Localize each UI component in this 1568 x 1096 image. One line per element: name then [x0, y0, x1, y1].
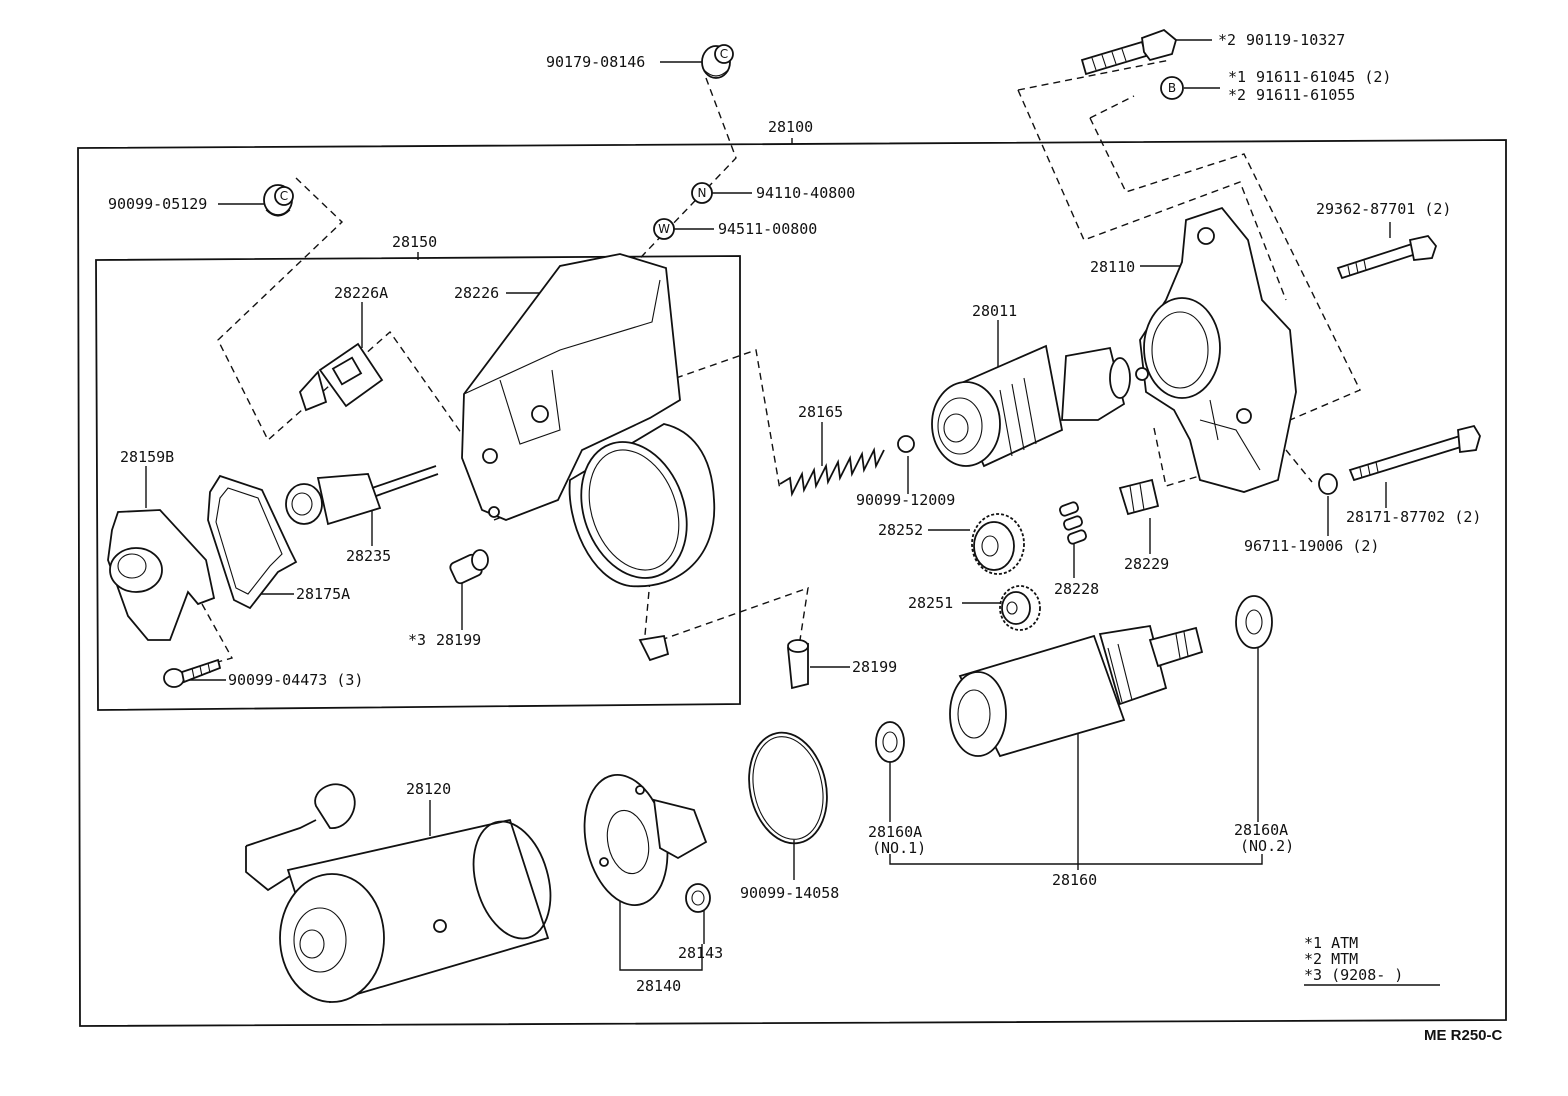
spring-28165 [779, 446, 885, 498]
terminal-28226A [298, 342, 384, 412]
svg-text:B: B [1168, 81, 1176, 95]
label-28110: 28110 [1090, 258, 1135, 276]
label-28199-a: 28199 [436, 631, 481, 649]
svg-text:C: C [720, 47, 728, 61]
gasket-28175A [207, 474, 298, 610]
bolt-28171-87702 [1348, 424, 1481, 482]
label-90099-05129: 90099-05129 [108, 195, 207, 213]
sublabel-28160A-no1: (NO.1) [872, 839, 926, 857]
note-mtm: *2 MTM [1304, 950, 1358, 968]
label-28199-b: 28199 [852, 658, 897, 676]
retainer-28229 [1118, 478, 1160, 516]
label-28143: 28143 [678, 944, 723, 962]
label-94110-40800: 94110-40800 [756, 184, 855, 202]
ball-90099-12009 [897, 435, 915, 453]
note-91611-61045: *1 [1228, 68, 1246, 86]
drive-housing-28110 [1135, 206, 1297, 493]
label-28140: 28140 [636, 977, 681, 995]
label-91611-61045: 91611-61045 (2) [1256, 68, 1391, 86]
marker-c-left: C [274, 186, 294, 206]
gear-28251 [999, 585, 1041, 631]
label-94511-00800: 94511-00800 [718, 220, 817, 238]
bolt-90099-04473 [163, 658, 222, 688]
label-28100: 28100 [768, 118, 813, 136]
housing-frame-28150 [95, 255, 741, 711]
label-90179-08146: 90179-08146 [546, 53, 645, 71]
label-96711-19006: 96711-19006 (2) [1244, 537, 1379, 555]
label-90119-10327: 90119-10327 [1246, 31, 1345, 49]
label-91611-61055: 91611-61055 [1256, 86, 1355, 104]
brush-holder-28140 [583, 634, 708, 906]
spring-28143 [685, 883, 711, 913]
marker-w: W [653, 218, 675, 240]
label-28160A-no2: 28160A [1234, 821, 1288, 839]
note-date-range: *3 (9208- ) [1304, 966, 1403, 984]
yoke-28120 [245, 783, 552, 1004]
label-90099-14058: 90099-14058 [740, 884, 839, 902]
armature-28160 [949, 624, 1204, 758]
housing-28150 [461, 253, 716, 588]
plunger-28235 [285, 465, 439, 526]
bearing-28160A-no1 [875, 721, 905, 763]
label-28226A: 28226A [334, 284, 388, 302]
label-28159B: 28159B [120, 448, 174, 466]
bolt-90119-10327 [1080, 28, 1178, 76]
note-28199-a: *3 [408, 631, 426, 649]
label-28229: 28229 [1124, 555, 1169, 573]
note-90119-10327: *2 [1218, 31, 1236, 49]
screw-28199-a [449, 549, 489, 585]
label-28171-87702: 28171-87702 (2) [1346, 508, 1481, 526]
label-90099-04473: 90099-04473 (3) [228, 671, 363, 689]
label-28252: 28252 [878, 521, 923, 539]
bracket-28159B [107, 509, 216, 641]
washer-96711-19006 [1318, 473, 1338, 495]
svg-text:W: W [658, 222, 670, 236]
marker-n: N [691, 182, 713, 204]
note-atm: *1 ATM [1304, 934, 1358, 952]
label-28175A: 28175A [296, 585, 350, 603]
svg-text:N: N [698, 186, 707, 200]
label-28228: 28228 [1054, 580, 1099, 598]
label-29362-87701: 29362-87701 (2) [1316, 200, 1451, 218]
sublabel-28160A-no2: (NO.2) [1240, 837, 1294, 855]
gear-28252 [971, 513, 1025, 575]
pin-28199-b [787, 639, 809, 690]
marker-b: B [1160, 76, 1184, 100]
label-28235: 28235 [346, 547, 391, 565]
label-28226: 28226 [454, 284, 499, 302]
bolt-29362-87701 [1336, 234, 1438, 280]
bearing-28160A-no2 [1235, 595, 1273, 649]
clutch-28011 [931, 344, 1131, 468]
svg-text:C: C [280, 189, 288, 203]
label-28120: 28120 [406, 780, 451, 798]
label-28160: 28160 [1052, 871, 1097, 889]
marker-c-top: C [714, 44, 734, 64]
label-90099-12009: 90099-12009 [856, 491, 955, 509]
note-91611-61055: *2 [1228, 86, 1246, 104]
rollers-28228 [1059, 501, 1087, 545]
label-28165: 28165 [798, 403, 843, 421]
label-28150: 28150 [392, 233, 437, 251]
label-28251: 28251 [908, 594, 953, 612]
diagram-code: ME R250-C [1424, 1027, 1503, 1044]
oring-90099-14058 [748, 731, 828, 845]
label-28160A-no1: 28160A [868, 823, 922, 841]
label-28011: 28011 [972, 302, 1017, 320]
assembly-frame-28100 [77, 139, 1507, 1027]
